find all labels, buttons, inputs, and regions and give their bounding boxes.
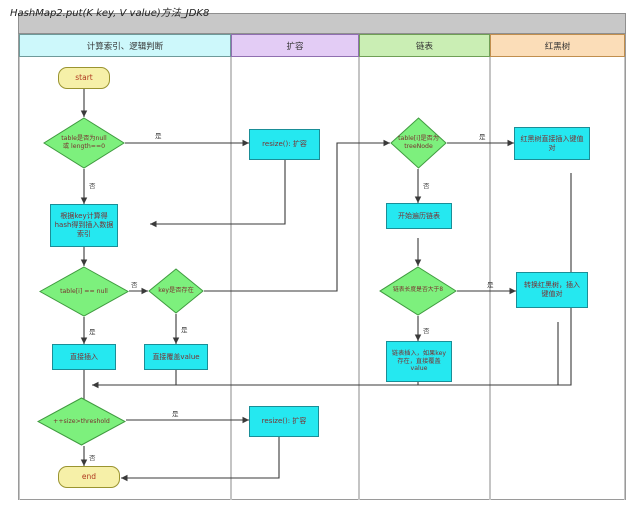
edge-label-treenode-yes: 是: [479, 133, 486, 141]
lane-header-redblacktree: 红黑树: [490, 34, 625, 57]
diamond-shape: [390, 117, 447, 169]
node-table-null-check[interactable]: table是否为null 或 length==0: [43, 117, 125, 169]
node-rbtree-insert[interactable]: 红黑树直接插入键值 对: [514, 127, 590, 160]
node-table-i-null[interactable]: table[i] == null: [39, 266, 129, 317]
lane-header-index: 计算索引、逻辑判断: [19, 34, 231, 57]
node-end[interactable]: end: [58, 466, 120, 488]
node-resize-top-label: resize(): 扩容: [262, 140, 307, 149]
page-title: HashMap2.put(K key, V value)方法_JDK8: [10, 8, 210, 19]
node-key-exists[interactable]: key是否存在: [148, 268, 204, 314]
diagram-title-bar: [18, 13, 626, 34]
edge-label-table-null-yes: 是: [155, 132, 162, 140]
lane-header-resize: 扩容: [231, 34, 359, 57]
node-traverse-list-label: 开始遍历链表: [398, 211, 440, 220]
diamond-shape: [379, 266, 457, 316]
edge-label-size-no: 否: [89, 454, 96, 462]
node-overwrite-value[interactable]: 直接覆盖value: [144, 344, 208, 370]
edge-label-key-exists-yes: 是: [181, 326, 188, 334]
edge-label-size-yes: 是: [172, 410, 179, 418]
diamond-shape: [148, 268, 204, 314]
node-size-threshold[interactable]: ++size>threshold: [37, 397, 126, 446]
diamond-shape: [39, 266, 129, 317]
node-direct-insert[interactable]: 直接插入: [52, 344, 116, 370]
node-end-label: end: [81, 472, 97, 482]
node-resize-bottom-label: resize(): 扩容: [261, 417, 307, 426]
edge-label-list-len-yes: 是: [487, 281, 494, 289]
edge-label-table-i-null-no: 否: [131, 281, 138, 289]
edge-label-list-len-no: 否: [423, 327, 430, 335]
lane-header-resize-label: 扩容: [286, 41, 304, 52]
lane-header-index-label: 计算索引、逻辑判断: [86, 41, 164, 52]
node-resize-top[interactable]: resize(): 扩容: [249, 129, 320, 160]
diamond-shape: [37, 397, 126, 446]
node-start-label: start: [75, 73, 93, 83]
edge-label-table-i-null-yes: 是: [89, 328, 96, 336]
node-traverse-list[interactable]: 开始遍历链表: [386, 203, 452, 229]
node-hash-index[interactable]: 根据key计算得 hash得到插入数据 索引: [50, 204, 118, 247]
diamond-shape: [43, 117, 125, 169]
node-list-insert[interactable]: 链表插入，如果key 存在，直接覆盖 value: [386, 341, 452, 382]
lane-header-linkedlist-label: 链表: [415, 41, 433, 52]
node-resize-bottom[interactable]: resize(): 扩容: [249, 406, 319, 437]
node-is-treenode[interactable]: table[i]是否为 treeNode: [390, 117, 447, 169]
node-direct-insert-label: 直接插入: [70, 352, 98, 361]
lane-header-redblacktree-label: 红黑树: [544, 41, 571, 52]
node-start[interactable]: start: [58, 67, 110, 89]
edge-label-table-null-no: 否: [89, 182, 96, 190]
node-overwrite-value-label: 直接覆盖value: [152, 352, 200, 361]
node-to-rbtree[interactable]: 转换红黑树，插入 键值对: [516, 272, 588, 308]
lane-header-linkedlist: 链表: [359, 34, 490, 57]
node-list-len-check[interactable]: 链表长度是否大于8: [379, 266, 457, 316]
edge-label-treenode-no: 否: [423, 182, 430, 190]
